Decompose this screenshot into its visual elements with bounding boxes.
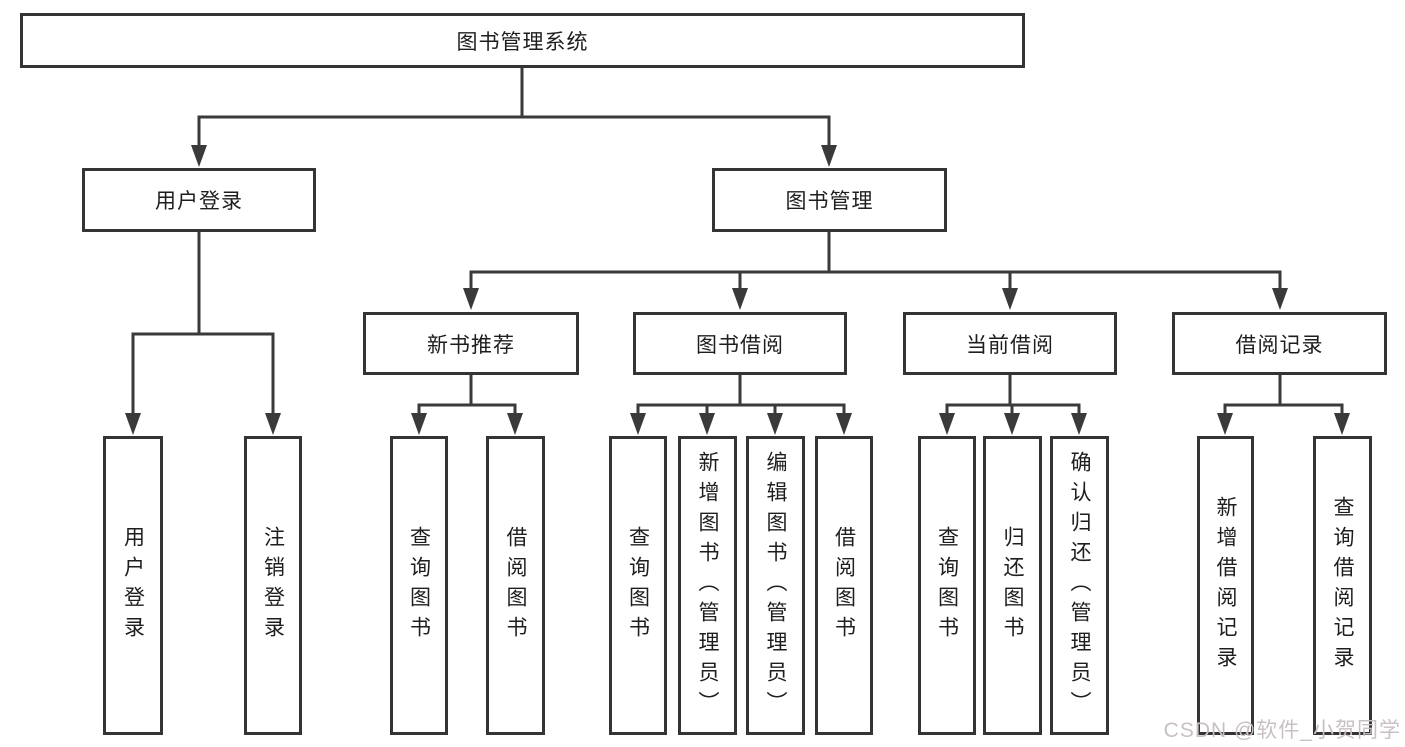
arrowhead-icon — [1334, 413, 1350, 435]
connector-new-book-recommend-to-children — [417, 373, 517, 416]
leaf-query-books-current: 查询图书 — [918, 436, 976, 735]
leaf-query-borrow-record: 查询借阅记录 — [1313, 436, 1372, 735]
arrowhead-icon — [821, 145, 837, 167]
node-borrow-records: 借阅记录 — [1172, 312, 1387, 375]
watermark: CSDN @软件_小贺同学 — [1163, 719, 1401, 742]
leaf-label: 新增图书（管理员） — [696, 450, 719, 721]
leaf-return-books: 归还图书 — [983, 436, 1042, 735]
arrowhead-icon — [1004, 413, 1020, 435]
leaf-edit-book-admin: 编辑图书（管理员） — [746, 436, 805, 735]
leaf-user-login: 用户登录 — [103, 436, 163, 735]
connector-user-login-to-children — [131, 230, 275, 416]
connector-book-borrow-to-children — [636, 373, 846, 416]
leaf-label: 用户登录 — [121, 525, 145, 646]
node-current-borrow: 当前借阅 — [903, 312, 1117, 375]
leaf-confirm-return-admin: 确认归还（管理员） — [1050, 436, 1109, 735]
arrowhead-icon — [836, 413, 852, 435]
arrowhead-icon — [507, 413, 523, 435]
node-book-borrow: 图书借阅 — [633, 312, 847, 375]
leaf-label: 查询图书 — [626, 525, 650, 646]
arrowhead-icon — [630, 413, 646, 435]
leaf-add-book-admin: 新增图书（管理员） — [678, 436, 737, 735]
node-book-management: 图书管理 — [712, 168, 947, 232]
leaf-query-books-recommend: 查询图书 — [390, 436, 448, 735]
node-new-book-recommend: 新书推荐 — [363, 312, 579, 375]
leaf-logout: 注销登录 — [244, 436, 302, 735]
arrowhead-icon — [732, 288, 748, 310]
leaf-label: 归还图书 — [1001, 525, 1024, 646]
leaf-query-books-borrow: 查询图书 — [609, 436, 667, 735]
arrowhead-icon — [1002, 288, 1018, 310]
arrowhead-icon — [265, 413, 281, 435]
leaf-label: 新增借阅记录 — [1214, 495, 1237, 676]
arrowhead-icon — [1272, 288, 1288, 310]
leaf-label: 查询图书 — [407, 525, 431, 646]
leaf-label: 注销登录 — [261, 525, 285, 646]
arrowhead-icon — [767, 413, 783, 435]
node-user-login: 用户登录 — [82, 168, 316, 232]
leaf-borrow-books: 借阅图书 — [815, 436, 873, 735]
arrowhead-icon — [1071, 413, 1087, 435]
leaf-label: 确认归还（管理员） — [1068, 450, 1091, 721]
leaf-label: 借阅图书 — [504, 525, 527, 646]
arrowhead-icon — [463, 288, 479, 310]
leaf-label: 编辑图书（管理员） — [764, 450, 787, 721]
arrowhead-icon — [699, 413, 715, 435]
connector-book-management-to-level3 — [469, 230, 1282, 292]
arrowhead-icon — [1217, 413, 1233, 435]
leaf-add-borrow-record: 新增借阅记录 — [1197, 436, 1254, 735]
leaf-label: 查询借阅记录 — [1331, 495, 1354, 676]
connector-root-to-level2 — [197, 66, 831, 150]
arrowhead-icon — [191, 145, 207, 167]
node-root: 图书管理系统 — [20, 13, 1025, 68]
connector-current-borrow-to-children — [945, 373, 1081, 416]
leaf-label: 查询图书 — [935, 525, 959, 646]
arrowhead-icon — [939, 413, 955, 435]
arrowhead-icon — [125, 413, 141, 435]
leaf-label: 借阅图书 — [832, 525, 856, 646]
arrowhead-icon — [411, 413, 427, 435]
leaf-borrow-books-recommend: 借阅图书 — [486, 436, 545, 735]
connector-borrow-records-to-children — [1223, 373, 1344, 416]
